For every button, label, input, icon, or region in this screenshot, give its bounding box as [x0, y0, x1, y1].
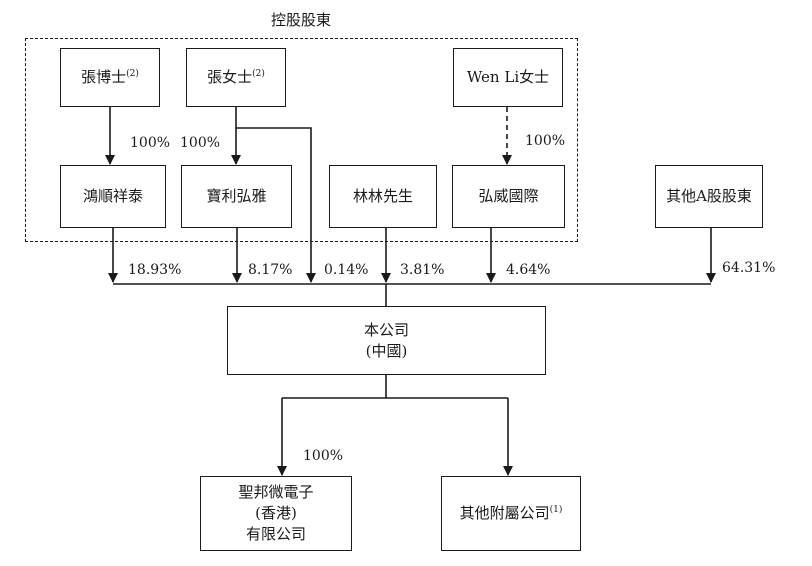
node-dr-zhang[interactable]: 張博士(2) [60, 48, 160, 107]
pct-wenli-to-hongwei: 100% [525, 133, 566, 149]
node-hk-sub-line3: 有限公司 [245, 525, 306, 543]
pct-company-to-hk: 100% [303, 448, 344, 464]
pct-linlin: 3.81% [400, 262, 445, 278]
pct-ms-direct: 0.14% [324, 262, 369, 278]
pct-dr-to-hongshun: 100% [130, 135, 171, 151]
node-other-a-name: 其他A股股東 [666, 187, 752, 205]
node-hongwei-name: 弘威國際 [478, 187, 539, 205]
pct-ms-to-baoli: 100% [180, 135, 221, 151]
node-other-sub-name: 其他附屬公司 [459, 504, 550, 522]
node-hongshun-name: 鴻順祥泰 [82, 187, 143, 205]
node-hongshun[interactable]: 鴻順祥泰 [60, 165, 166, 228]
node-ms-zhang-note: (2) [252, 69, 265, 79]
node-other-a-shareholders[interactable]: 其他A股股東 [655, 165, 763, 228]
node-hk-subsidiary[interactable]: 聖邦微電子 (香港) 有限公司 [200, 476, 352, 551]
pct-baoli: 8.17% [248, 262, 293, 278]
node-ms-zhang-name: 張女士 [207, 68, 253, 86]
pct-other-a: 64.31% [722, 260, 776, 276]
node-dr-zhang-note: (2) [126, 69, 139, 79]
edge-ms-zhang-direct [236, 127, 316, 283]
node-wen-li[interactable]: Wen Li女士 [453, 48, 563, 107]
pct-hongshun: 18.93% [128, 262, 182, 278]
node-baoli-name: 寶利弘雅 [206, 187, 267, 205]
group-title: 控股股東 [271, 11, 332, 29]
node-baoli[interactable]: 寶利弘雅 [181, 165, 292, 228]
node-company-line2: (中國) [365, 341, 408, 360]
node-company[interactable]: 本公司 (中國) [227, 306, 546, 375]
node-hongwei[interactable]: 弘威國際 [452, 165, 565, 228]
node-linlin-name: 林林先生 [352, 187, 413, 205]
node-other-subsidiaries[interactable]: 其他附屬公司(1) [441, 476, 581, 551]
pct-hongwei: 4.64% [506, 262, 551, 278]
node-dr-zhang-name: 張博士 [81, 68, 127, 86]
node-company-line1: 本公司 [363, 320, 409, 339]
node-ms-zhang[interactable]: 張女士(2) [186, 48, 286, 107]
node-hk-sub-line1: 聖邦微電子 [238, 483, 314, 501]
node-hk-sub-line2: (香港) [255, 504, 297, 522]
node-other-sub-note: (1) [549, 505, 563, 515]
controlling-shareholders-group [25, 38, 578, 242]
node-linlin[interactable]: 林林先生 [329, 165, 437, 228]
node-wen-li-name: Wen Li女士 [466, 68, 550, 86]
